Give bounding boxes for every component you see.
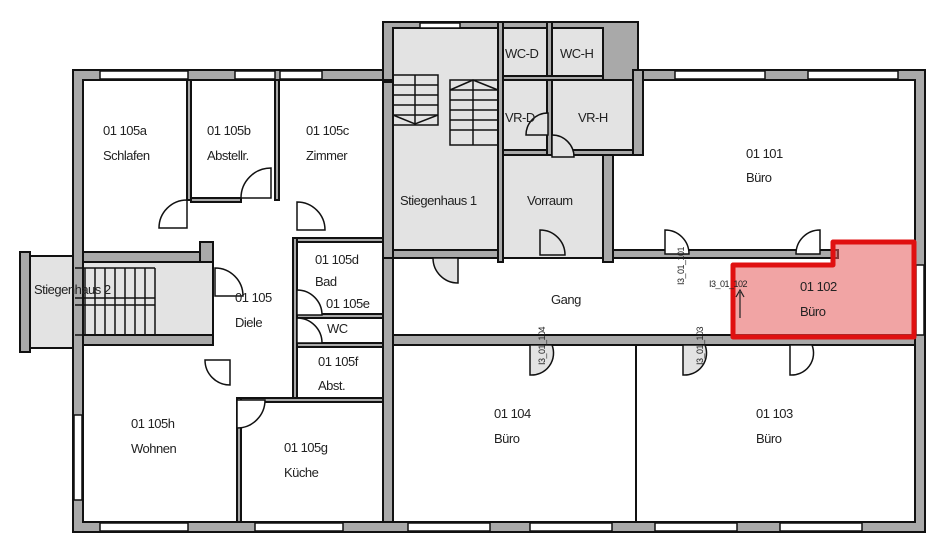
area-label: WC-H xyxy=(560,46,593,61)
room-label-id: 01 102 xyxy=(800,279,837,294)
area-label: Vorraum xyxy=(527,193,573,208)
room-label-id: 01 105f xyxy=(318,354,359,369)
area-label: VR-H xyxy=(578,110,608,125)
room-labels: 01 105a Schlafen 01 105b Abstellr. 01 10… xyxy=(34,46,838,480)
stair-1-steps xyxy=(392,74,499,146)
room-label-id: 01 105h xyxy=(131,416,175,431)
room-label-name: Abst. xyxy=(318,378,345,393)
door-label: I3_01_103 xyxy=(695,326,705,365)
door-label: I3_01_101 xyxy=(676,246,686,285)
windows xyxy=(73,22,925,532)
area-label: Stiegenhaus 1 xyxy=(400,193,477,208)
room-label-id: 01 105b xyxy=(207,123,251,138)
doors xyxy=(158,112,821,429)
room-stiegenhaus-1[interactable] xyxy=(392,27,499,259)
room-label-id: 01 105d xyxy=(315,252,359,267)
room-label-id: 01 105c xyxy=(306,123,350,138)
room-label-id: 01 105a xyxy=(103,123,148,138)
room-label-name: Wohnen xyxy=(131,441,176,456)
area-label: WC-D xyxy=(505,46,538,61)
room-label-name: Bad xyxy=(315,274,337,289)
room-label-id: 01 105g xyxy=(284,440,328,455)
room-label-id: 01 105e xyxy=(326,296,370,311)
room-label-name: WC xyxy=(327,321,348,336)
room-label-name: Schlafen xyxy=(103,148,150,163)
room-label-name: Büro xyxy=(756,431,782,446)
room-label-id: 01 105 xyxy=(235,290,272,305)
room-label-name: Diele xyxy=(235,315,262,330)
room-label-name: Küche xyxy=(284,465,319,480)
room-label-name: Abstellr. xyxy=(207,148,249,163)
room-label-id: 01 101 xyxy=(746,146,783,161)
room-01-102-highlight[interactable] xyxy=(730,239,917,340)
room-label-name: Büro xyxy=(800,304,826,319)
door-labels: I3_01_101 I3_01_102 I3_01_103 I3_01_104 xyxy=(537,246,748,365)
room-label-id: 01 103 xyxy=(756,406,793,421)
area-label: Gang xyxy=(551,292,581,307)
area-label: VR-D xyxy=(505,110,535,125)
room-label-id: 01 104 xyxy=(494,406,531,421)
arrow-head-icon xyxy=(735,288,745,298)
room-label-name: Büro xyxy=(746,170,772,185)
room-label-name: Büro xyxy=(494,431,520,446)
area-label: Stiegenhaus 2 xyxy=(34,282,111,297)
door-label: I3_01_102 xyxy=(709,279,748,289)
door-label: I3_01_104 xyxy=(537,326,547,365)
room-label-name: Zimmer xyxy=(306,148,348,163)
interior-walls xyxy=(82,21,916,523)
stiegenhaus-2[interactable] xyxy=(19,251,214,353)
